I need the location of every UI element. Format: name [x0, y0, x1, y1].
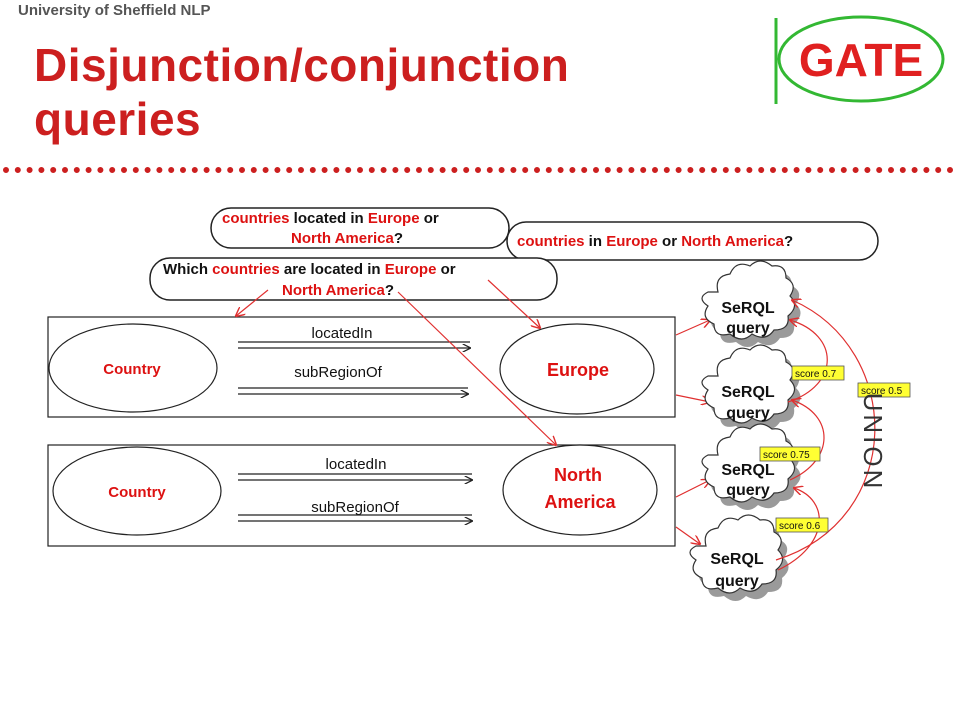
query-2-line2: query: [726, 405, 770, 422]
q2-in: in: [585, 233, 607, 250]
svg-text:countries in Europe or North A: countries in Europe or North America?: [517, 233, 793, 250]
title-line-2: queries: [34, 93, 202, 145]
q3-countries: countries: [212, 261, 280, 278]
bottom-object-label-1: North: [554, 465, 602, 485]
top-object-label: Europe: [547, 360, 609, 380]
gate-logo: GATE: [774, 15, 945, 104]
svg-text:North America?: North America?: [291, 230, 403, 247]
q1-countries: countries: [222, 210, 290, 227]
top-subject-label: Country: [103, 361, 161, 378]
q1-north-america: North America: [291, 230, 394, 247]
q2-countries: countries: [517, 233, 585, 250]
score-tag-3: score 0.75: [759, 446, 821, 462]
serql-query-cloud-1: SeRQL query: [701, 260, 801, 347]
bottom-object-label-2: America: [544, 492, 616, 512]
top-rel1-label: locatedIn: [312, 325, 373, 342]
logo-text: GATE: [799, 34, 923, 86]
score-1-text: score 0.7: [795, 369, 837, 380]
bottom-rel2-label: subRegionOf: [311, 499, 399, 516]
score-2-text: score 0.5: [861, 386, 903, 397]
bottom-subject-label: Country: [108, 484, 166, 501]
top-rel2-label: subRegionOf: [294, 364, 382, 381]
query-1-line2: query: [726, 320, 770, 337]
graph-box-north-america: Country North America locatedIn subRegio…: [47, 444, 676, 547]
svg-text:countries located in Europe or: countries located in Europe or: [222, 210, 439, 227]
question-bubble-1: countries located in Europe or North Ame…: [210, 207, 510, 249]
q1-located-in: located in: [290, 210, 368, 227]
serql-query-cloud-3: SeRQL query: [701, 423, 801, 510]
bottom-rel1-label: locatedIn: [326, 456, 387, 473]
mapping-arrows: [236, 279, 710, 544]
score-tag-4: score 0.6: [775, 517, 829, 533]
query-2-line1: SeRQL: [721, 384, 775, 401]
q2-or: or: [658, 233, 681, 250]
question-bubble-2: countries in Europe or North America?: [506, 221, 879, 261]
svg-text:North America?: North America?: [282, 282, 394, 299]
score-tag-1: score 0.7: [791, 365, 845, 381]
query-3-line2: query: [726, 482, 770, 499]
slide-title: Disjunction/conjunction queries: [34, 38, 569, 146]
q3-north-america: North America: [282, 282, 385, 299]
q2-north-america: North America: [681, 233, 784, 250]
q2-europe: Europe: [606, 233, 658, 250]
query-4-line1: SeRQL: [710, 551, 764, 568]
q3-which: Which: [163, 261, 212, 278]
query-4-line2: query: [715, 573, 759, 590]
q3-or: or: [436, 261, 455, 278]
q3-europe: Europe: [385, 261, 437, 278]
score-tag-2: score 0.5: [857, 382, 911, 398]
graph-box-europe: Country Europe locatedIn subRegionOf: [47, 316, 676, 418]
header-org: University of Sheffield NLP: [18, 2, 211, 19]
question-bubble-3: Which countries are located in Europe or…: [149, 257, 558, 301]
q2-qmark: ?: [784, 233, 793, 250]
q1-or: or: [420, 210, 439, 227]
title-line-1: Disjunction/conjunction: [34, 39, 570, 91]
serql-query-cloud-2: SeRQL query: [701, 344, 801, 431]
union-label: UNION: [858, 393, 888, 492]
title-divider: [3, 167, 960, 173]
score-4-text: score 0.6: [779, 521, 821, 532]
query-3-line1: SeRQL: [721, 462, 775, 479]
q3-qmark: ?: [385, 282, 394, 299]
q3-are-located-in: are located in: [280, 261, 385, 278]
q1-europe: Europe: [368, 210, 420, 227]
serql-query-cloud-4: SeRQL query: [689, 514, 789, 601]
score-3-text: score 0.75: [763, 450, 810, 461]
q1-qmark: ?: [394, 230, 403, 247]
svg-text:Which countries are located in: Which countries are located in Europe or: [163, 261, 456, 278]
query-1-line1: SeRQL: [721, 300, 775, 317]
